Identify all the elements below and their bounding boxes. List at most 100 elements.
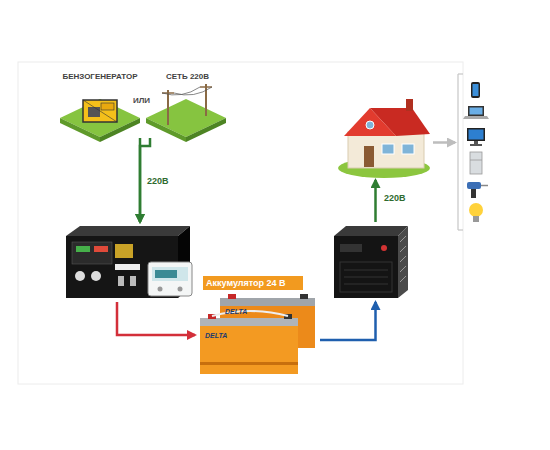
monitor-icon [467, 128, 485, 141]
tile-side [146, 118, 186, 142]
pole-crossbar [200, 86, 212, 88]
tile-top [60, 99, 140, 137]
flow-arrow [117, 302, 195, 335]
fridge-door [470, 160, 482, 161]
meter [148, 262, 192, 296]
meter-button [178, 287, 183, 292]
brand-logo: DELTA [225, 308, 275, 316]
switch [381, 245, 387, 251]
inverter-unit [334, 226, 408, 298]
bulb-base [473, 216, 479, 222]
monitor-stand [474, 141, 478, 144]
case-front [334, 236, 398, 298]
or-label: ИЛИ [133, 96, 150, 105]
battery-pair [200, 294, 315, 374]
laptop-base [463, 116, 489, 119]
battery-cable [212, 311, 288, 316]
battery-stripe [200, 362, 298, 365]
meter-button [158, 287, 163, 292]
dial [91, 271, 101, 281]
laptop-screen [470, 108, 483, 115]
frame [18, 62, 463, 384]
power-wire [174, 87, 212, 95]
utility-pole [205, 84, 207, 116]
battery-lid [220, 298, 315, 306]
laptop-icon [468, 106, 484, 116]
appliances [458, 74, 489, 230]
roof-gable [344, 108, 396, 136]
power-wire [162, 87, 200, 95]
appliances-box [455, 72, 500, 232]
generator-tank [101, 103, 114, 110]
tile-top [146, 99, 226, 137]
vent-line [344, 284, 388, 285]
cooling-fin [400, 246, 406, 252]
vent-line [344, 277, 388, 278]
generator-frame [83, 100, 117, 122]
bracket [458, 73, 463, 74]
grid-tile [146, 84, 226, 142]
monitor-stand [470, 144, 482, 146]
bulb-icon [469, 203, 483, 217]
brand-logo: DELTA [205, 332, 255, 340]
cooling-fin [400, 276, 406, 282]
panel [340, 244, 362, 252]
cooling-fin [400, 256, 406, 262]
generator-engine [88, 107, 100, 117]
battery-box: Аккумулятор 24 В DELTA DELTA [195, 274, 320, 378]
charger-unit [66, 226, 192, 298]
chimney [406, 99, 413, 111]
drill-handle [471, 189, 476, 198]
battery-terminal [300, 294, 308, 299]
flow-arrow [320, 302, 376, 340]
window [402, 144, 414, 154]
window [382, 144, 394, 154]
switch [118, 276, 124, 286]
utility-pole [167, 90, 169, 125]
monitor-screen [469, 130, 484, 140]
battery-body [200, 326, 298, 374]
terminal-block [115, 244, 133, 258]
dial [75, 271, 85, 281]
window [366, 121, 374, 129]
flow-arrow [374, 180, 377, 222]
drill-icon [467, 182, 481, 189]
meter-screen [152, 267, 188, 281]
node-title: СЕТЬ 220В [145, 72, 230, 81]
case-top [66, 226, 190, 236]
tile-side [186, 118, 226, 142]
generator-tile [60, 99, 140, 142]
phone-icon [471, 82, 480, 98]
bracket [457, 74, 458, 230]
flow-arrow [433, 141, 455, 144]
charger-box [62, 222, 202, 302]
door [364, 146, 374, 167]
house [338, 99, 430, 178]
grid-box: СЕТЬ 220В [145, 70, 230, 138]
vent [340, 262, 392, 292]
panel [72, 242, 112, 264]
house-box [335, 105, 433, 180]
cooling-fin [400, 236, 406, 242]
bracket [458, 229, 463, 230]
plate [115, 264, 140, 270]
fridge-icon [470, 152, 482, 174]
indicator [94, 246, 108, 252]
cooling-fin [400, 266, 406, 272]
battery-banner: Аккумулятор 24 В [203, 276, 303, 290]
switch [130, 276, 136, 286]
node-title: БЕНЗОГЕНЕРАТОР [55, 72, 145, 81]
vent-line [344, 270, 388, 271]
indicator [76, 246, 90, 252]
battery-terminal [228, 294, 236, 299]
meter-digits [155, 270, 177, 278]
battery-lid [200, 318, 298, 326]
house-wall [348, 132, 424, 168]
generator-bar [83, 100, 117, 122]
flow-arrow [139, 138, 142, 222]
voltage-label: 220В [147, 176, 169, 186]
case-side [398, 226, 408, 298]
